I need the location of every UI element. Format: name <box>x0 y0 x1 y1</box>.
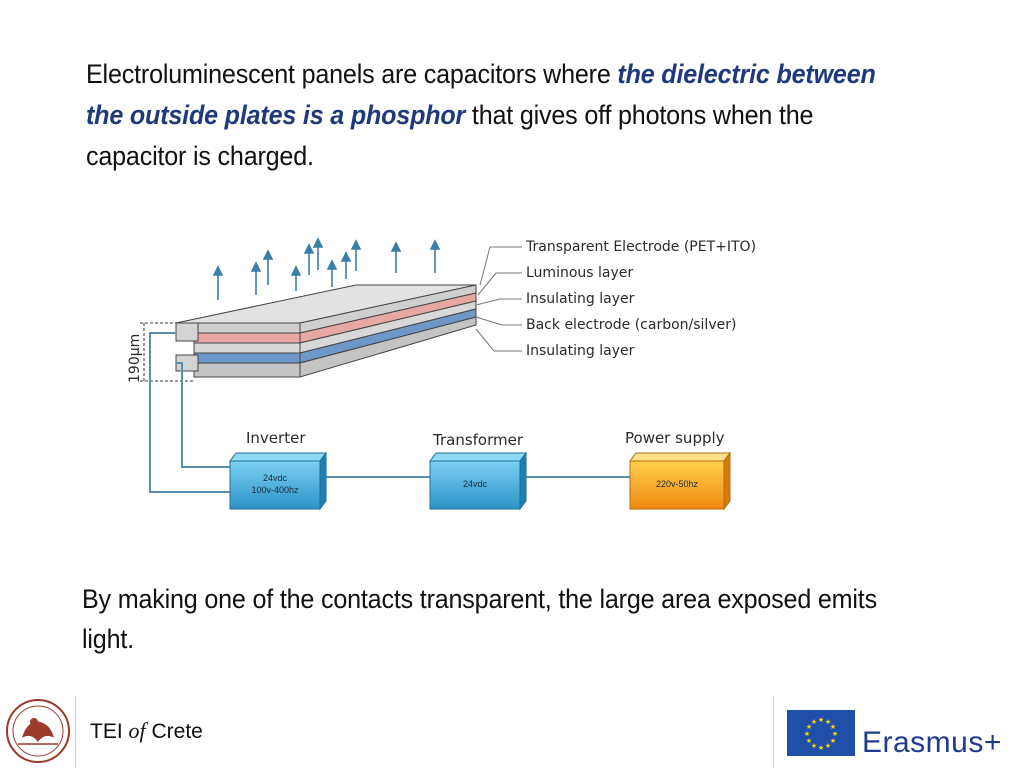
intro-text-part1: Electroluminescent panels are capacitors… <box>86 59 618 89</box>
power-supply-rating: 220v-50hz <box>656 479 699 489</box>
inverter-title: Inverter <box>246 429 306 447</box>
intro-paragraph: Electroluminescent panels are capacitors… <box>86 54 886 177</box>
inverter-frequency: 100v-400hz <box>251 485 299 495</box>
thickness-label: 190µm <box>127 334 143 383</box>
footer-divider-left <box>75 696 76 768</box>
svg-text:★: ★ <box>830 737 836 745</box>
photon-arrows <box>212 237 441 300</box>
transformer-voltage: 24vdc <box>463 479 488 489</box>
layer-label-insulating-1: Insulating layer <box>526 291 635 307</box>
circuit-wires <box>149 332 630 493</box>
svg-text:★: ★ <box>806 723 812 731</box>
panel-slab <box>175 284 477 378</box>
svg-text:★: ★ <box>818 744 824 752</box>
layer-label-luminous: Luminous layer <box>526 265 633 281</box>
transformer-box: 24vdc <box>429 451 527 511</box>
svg-text:★: ★ <box>832 730 838 738</box>
footer-divider-right <box>773 696 774 768</box>
layer-leader-lines <box>475 246 522 352</box>
intro-text-part2: that gives off photons when the capacito… <box>86 100 814 171</box>
el-panel-diagram: 190µm Transparent Electrode (PET+ITO) Lu… <box>127 237 756 511</box>
intro-emphasis: the dielectric between the outside plate… <box>86 59 876 130</box>
inverter-box: 24vdc 100v-400hz <box>229 451 327 511</box>
svg-text:★: ★ <box>818 716 824 724</box>
layer-label-back-electrode: Back electrode (carbon/silver) <box>526 317 736 333</box>
svg-text:★: ★ <box>825 718 831 726</box>
svg-text:★: ★ <box>830 723 836 731</box>
svg-text:★: ★ <box>811 742 817 750</box>
svg-text:★: ★ <box>811 718 817 726</box>
layer-label-insulating-2: Insulating layer <box>526 343 635 359</box>
erasmus-plus-logo-text: Erasmus+ <box>862 726 1002 759</box>
layer-label-transparent-electrode: Transparent Electrode (PET+ITO) <box>525 239 756 255</box>
eu-flag-icon: ★ ★ ★ ★ ★ ★ ★ ★ ★ ★ ★ ★ <box>787 710 855 756</box>
svg-text:★: ★ <box>825 742 831 750</box>
svg-text:★: ★ <box>804 730 810 738</box>
inverter-voltage: 24vdc <box>263 473 288 483</box>
tei-crete-seal-icon <box>6 699 70 763</box>
conclusion-paragraph: By making one of the contacts transparen… <box>82 584 877 654</box>
tei-crete-label: TEI of Crete <box>90 718 203 743</box>
power-supply-box: 220v-50hz <box>629 451 731 511</box>
transformer-title: Transformer <box>432 431 524 449</box>
thickness-dimension <box>140 322 194 382</box>
svg-text:★: ★ <box>806 737 812 745</box>
power-supply-title: Power supply <box>625 429 725 447</box>
